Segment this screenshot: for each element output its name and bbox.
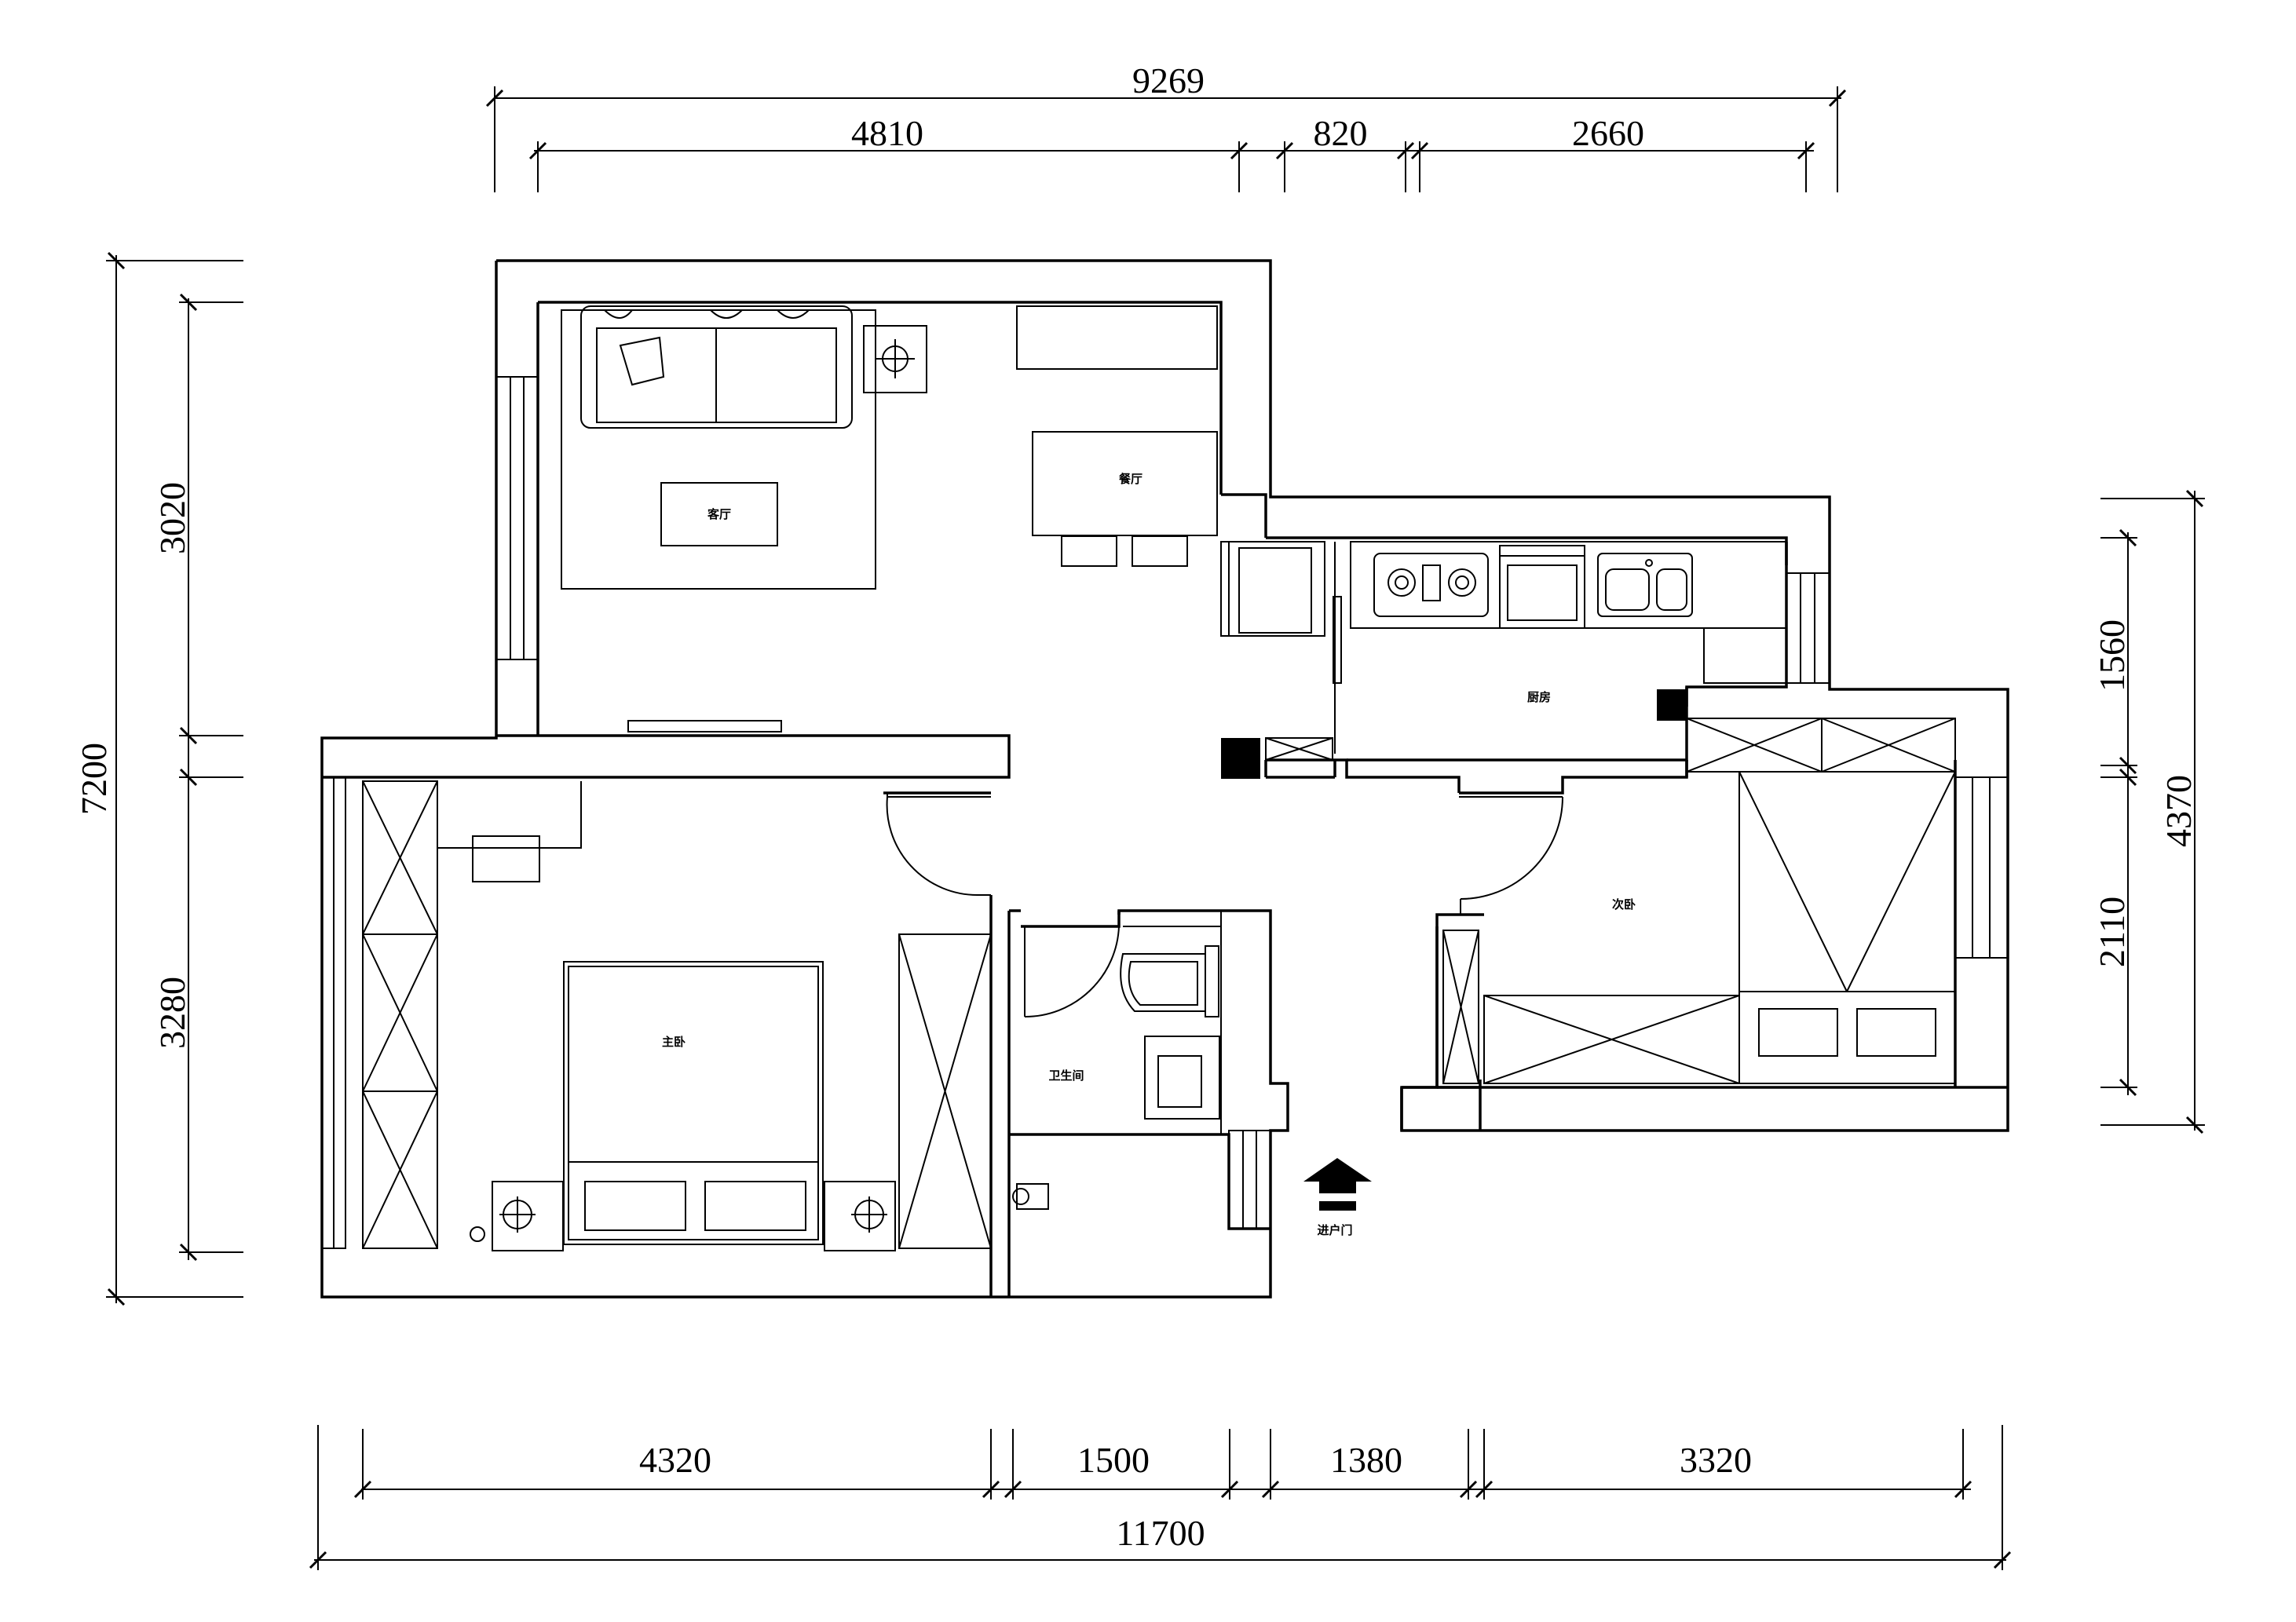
second-bedroom-door <box>1459 796 1563 915</box>
dim-bottom-seg-4: 3320 <box>1680 1440 1752 1480</box>
kitchen: 厨房 <box>1221 541 1787 779</box>
dim-bottom-total: 11700 <box>1116 1513 1205 1553</box>
bathroom: 卫生间 <box>1012 911 1222 1210</box>
wardrobe-right <box>898 933 992 1249</box>
bed-storage <box>1738 991 1956 1084</box>
dim-right-total: 4370 <box>2159 775 2199 847</box>
living-room: 客厅 <box>561 305 1218 732</box>
walls <box>320 259 2009 1299</box>
dining-chair <box>1132 535 1188 567</box>
bedroom-door <box>886 793 991 897</box>
dim-top-seg-1: 4810 <box>851 113 923 153</box>
living-room-rug <box>561 309 876 590</box>
wardrobe <box>1738 771 1956 992</box>
tatami-platform <box>1483 995 1740 1084</box>
dining-table <box>1032 431 1218 536</box>
room-label-kitchen: 厨房 <box>1527 690 1551 704</box>
windows <box>321 376 2009 1249</box>
tv-cabinet <box>627 720 782 732</box>
coffee-table <box>660 482 778 546</box>
room-label-living-room: 客厅 <box>707 507 731 521</box>
desk <box>437 781 582 882</box>
dimension-right: 4370 1560 2110 <box>2092 489 2205 1134</box>
sofa <box>580 305 853 429</box>
plant <box>470 1226 485 1242</box>
dim-bottom-seg-1: 4320 <box>639 1440 711 1480</box>
room-label-bathroom: 卫生间 <box>1048 1069 1084 1083</box>
nightstand-lamp-right <box>824 1181 896 1251</box>
display-cabinet <box>1016 305 1218 370</box>
bed <box>563 961 824 1245</box>
washbasin-icon <box>1144 1036 1220 1120</box>
sliding-door <box>1333 596 1342 684</box>
oven-icon <box>1499 545 1585 629</box>
structural-column <box>1221 738 1260 779</box>
shoe-cabinet <box>1265 737 1333 761</box>
dim-right-seg-1: 1560 <box>2092 619 2132 692</box>
entry-marker: 进户门 <box>1303 1158 1372 1237</box>
overhead-cabinet <box>1686 718 1956 773</box>
nightstand-lamp-left <box>492 1181 564 1251</box>
refrigerator <box>1220 541 1325 637</box>
dining-area: 餐厅 <box>1032 431 1325 637</box>
dim-top-seg-3: 2660 <box>1572 113 1644 153</box>
floor-drain-icon <box>1012 1183 1049 1210</box>
dimension-left: 7200 3020 3280 <box>74 251 243 1306</box>
dining-chair <box>1061 535 1117 567</box>
structural-column <box>1657 689 1687 721</box>
room-label-master-bedroom: 主卧 <box>662 1035 686 1049</box>
dimension-top: 9269 4810 820 2660 <box>485 60 1847 192</box>
entry-label: 进户门 <box>1317 1223 1352 1237</box>
dim-bottom-seg-2: 1500 <box>1077 1440 1150 1480</box>
dim-left-seg-1: 3020 <box>152 482 192 554</box>
stove-icon <box>1373 553 1489 617</box>
room-label-dining-room: 餐厅 <box>1119 472 1143 486</box>
second-bedroom: 次卧 <box>1442 718 1956 1084</box>
arrow-up-icon <box>1303 1158 1372 1193</box>
dimension-bottom: 4320 1500 1380 3320 11700 <box>309 1425 2012 1570</box>
toilet-icon <box>1120 945 1219 1017</box>
master-bedroom: 主卧 <box>362 780 992 1251</box>
room-label-second-bedroom: 次卧 <box>1612 897 1636 911</box>
dim-left-seg-2: 3280 <box>152 977 192 1049</box>
kitchen-counter <box>1350 541 1787 629</box>
sink-icon <box>1597 553 1693 617</box>
dim-bottom-seg-3: 1380 <box>1330 1440 1402 1480</box>
wardrobe <box>362 780 438 1249</box>
dim-top-total: 9269 <box>1132 60 1205 100</box>
small-cabinet <box>1442 930 1479 1084</box>
side-table-lamp <box>863 325 927 393</box>
dim-left-total: 7200 <box>74 743 114 815</box>
dim-top-seg-2: 820 <box>1314 113 1368 153</box>
dim-right-seg-2: 2110 <box>2092 897 2132 967</box>
bathroom-door <box>1024 926 1120 1018</box>
